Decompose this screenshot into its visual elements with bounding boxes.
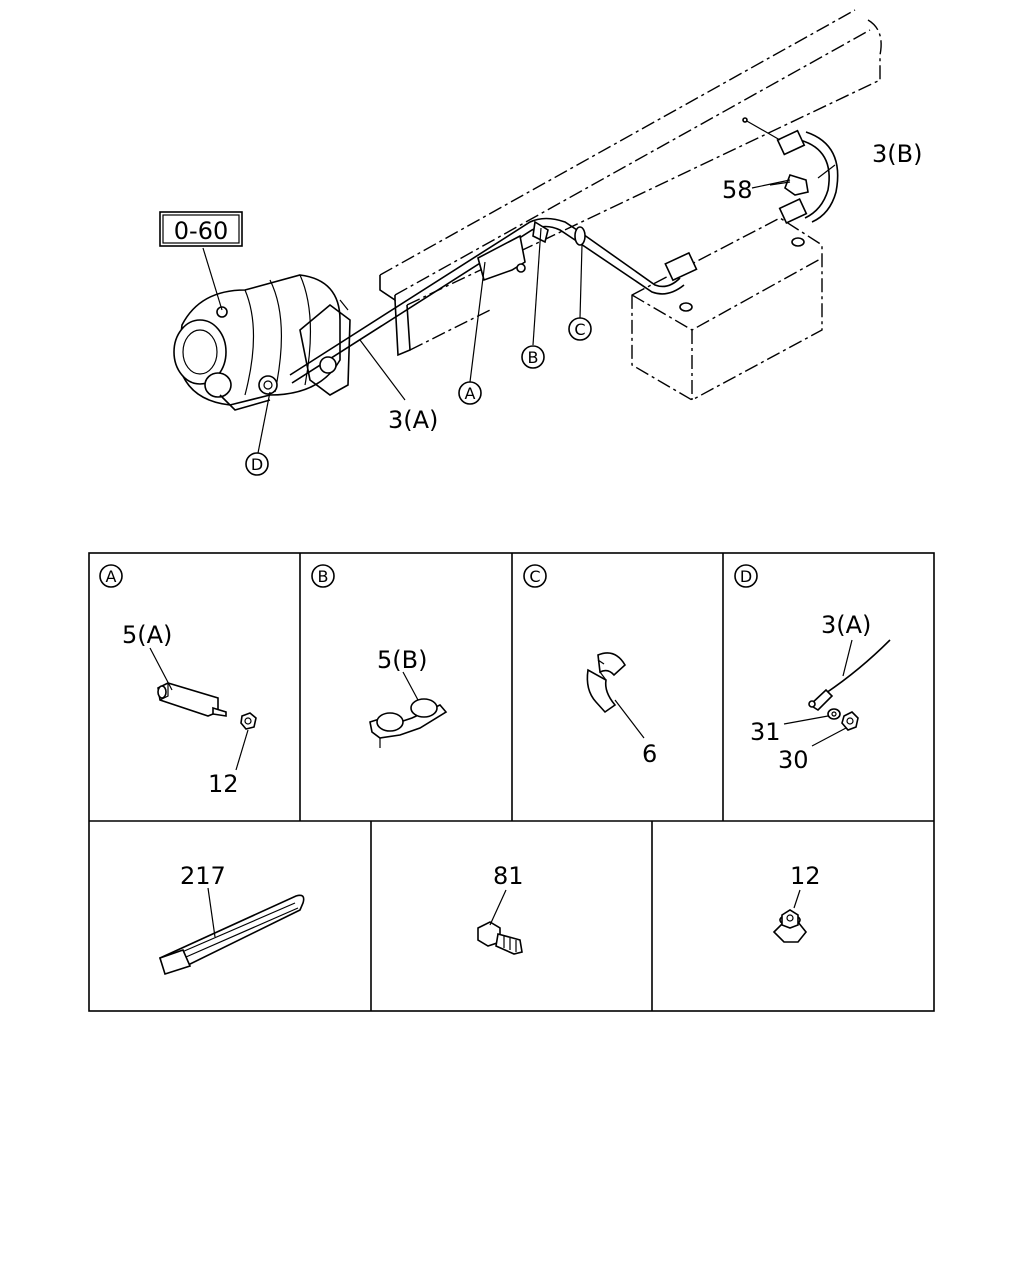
- svg-text:B: B: [528, 348, 539, 367]
- parts-panel-12: 12: [772, 862, 821, 943]
- svg-text:D: D: [251, 455, 263, 474]
- label-30: 30: [778, 746, 809, 774]
- panel-c-marker: C: [523, 564, 547, 588]
- svg-text:A: A: [465, 384, 476, 403]
- nut-30: [841, 711, 859, 731]
- battery: [631, 217, 823, 401]
- ref-box-0-60[interactable]: 0-60: [159, 211, 243, 247]
- ref-box-label: 0-60: [174, 217, 228, 245]
- callout-d[interactable]: D: [245, 452, 269, 476]
- label-12-nut: 12: [790, 862, 821, 890]
- bracket-5a: [157, 682, 227, 717]
- callout-c[interactable]: C: [568, 317, 592, 341]
- cable-3a-run: [289, 217, 698, 384]
- svg-text:C: C: [574, 320, 585, 339]
- bracket-a: [477, 234, 526, 282]
- flange-nut-12: [772, 909, 808, 943]
- svg-text:A: A: [106, 567, 117, 586]
- detail-panel-b: B 5(B): [311, 564, 448, 748]
- main-assembly-view: 0-60 3(B) 58 3(A) A B C: [159, 9, 922, 476]
- bolt-81: [477, 921, 523, 955]
- callout-a[interactable]: A: [458, 381, 482, 405]
- label-6: 6: [642, 740, 657, 768]
- label-5a: 5(A): [122, 621, 172, 649]
- panel-b-marker: B: [311, 564, 335, 588]
- nut-12: [240, 712, 257, 730]
- label-3a: 3(A): [388, 406, 438, 434]
- detail-panel-c: C 6: [523, 564, 657, 768]
- detail-grid: [88, 552, 935, 1012]
- svg-text:D: D: [740, 567, 752, 586]
- callout-b[interactable]: B: [521, 345, 545, 369]
- label-3b: 3(B): [872, 140, 922, 168]
- svg-text:C: C: [529, 567, 540, 586]
- label-31: 31: [750, 718, 781, 746]
- svg-text:B: B: [318, 567, 329, 586]
- panel-d-marker: D: [734, 564, 758, 588]
- leader-lines: [202, 164, 836, 454]
- label-81: 81: [493, 862, 524, 890]
- label-3a-detail: 3(A): [821, 611, 871, 639]
- bolt-58: [769, 174, 809, 196]
- label-12: 12: [208, 770, 239, 798]
- parts-panel-81: 81: [477, 862, 524, 955]
- label-217: 217: [180, 862, 226, 890]
- panel-a-marker: A: [99, 564, 123, 588]
- cable-3b: [742, 117, 839, 224]
- cable-3a-terminal: [808, 639, 891, 712]
- detail-panel-d: D 3(A) 31 30: [734, 564, 891, 774]
- grommet-6: [586, 652, 627, 714]
- label-58: 58: [722, 176, 753, 204]
- label-5b: 5(B): [377, 646, 427, 674]
- detail-panel-a: A 5(A) 12: [99, 564, 257, 798]
- parts-panel-217: 217: [158, 862, 305, 976]
- cable-tie-217: [158, 894, 305, 976]
- clip-5b: [369, 698, 448, 748]
- washer-31: [827, 708, 841, 720]
- starter-motor: [173, 274, 351, 411]
